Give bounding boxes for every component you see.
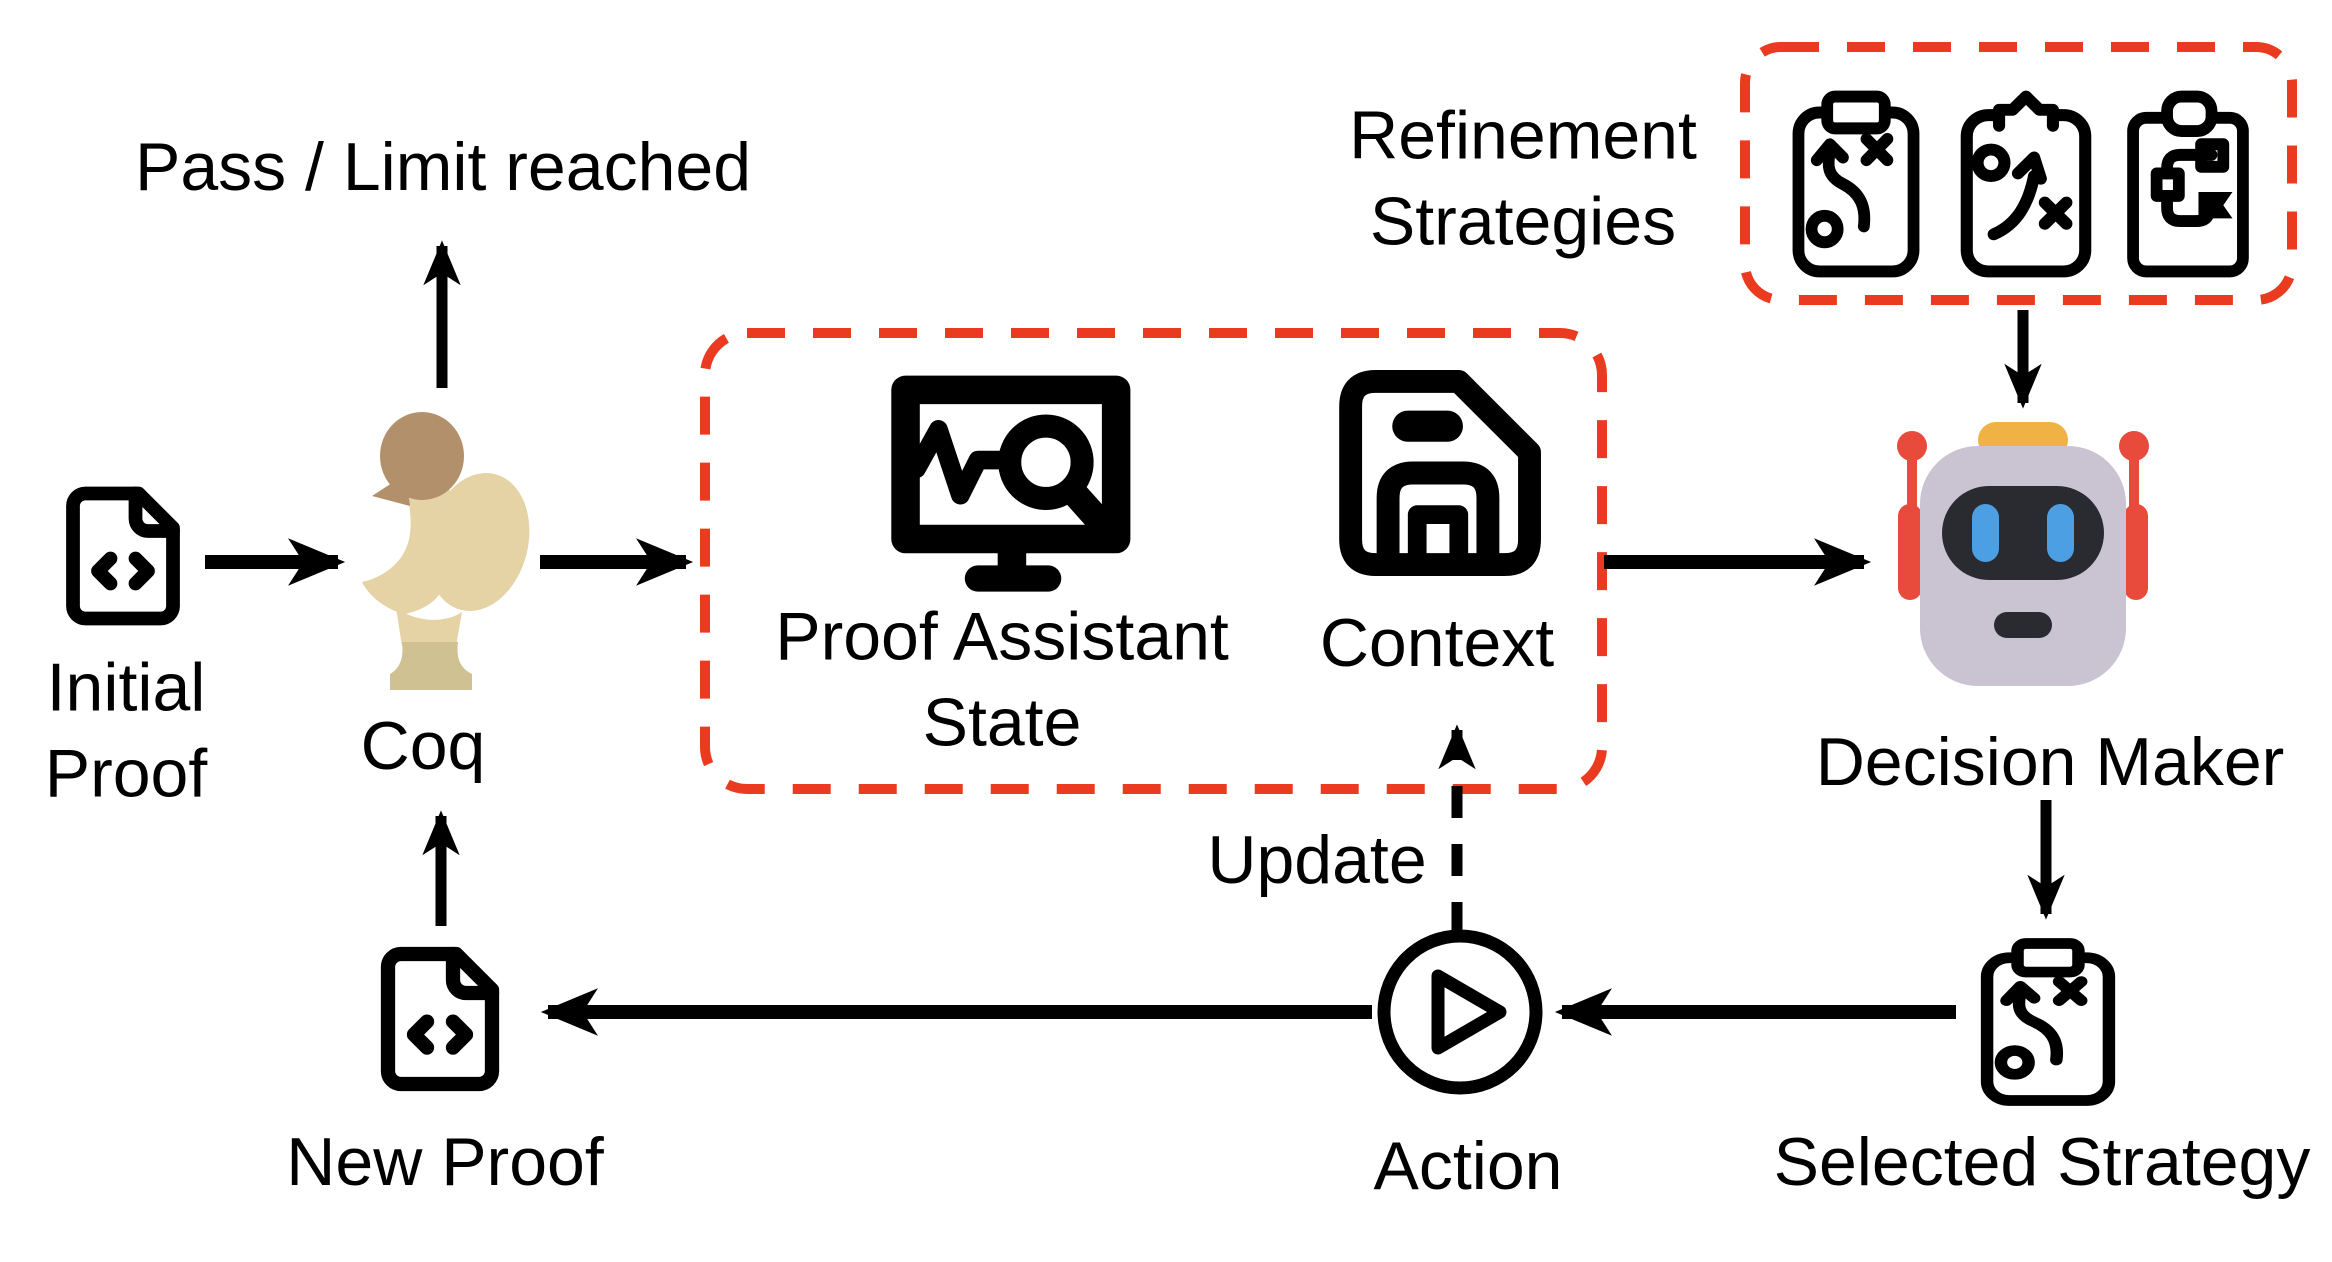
strategy-clipboard-icon: [1980, 938, 2116, 1106]
robot-icon: [1897, 422, 2149, 686]
pass-limit-label: Pass / Limit reached: [134, 128, 752, 205]
monitor-pulse-search-icon: [891, 375, 1131, 592]
initial-proof-label: Initial Proof: [44, 649, 208, 812]
proof-assistant-state-label: Proof Assistant State: [775, 598, 1229, 761]
coq-rooster-logo: [362, 412, 530, 690]
update-label: Update: [1207, 821, 1427, 898]
save-floppy-icon: [1339, 370, 1541, 576]
new-proof-label: New Proof: [286, 1123, 604, 1200]
decision-maker-label: Decision Maker: [1815, 723, 2285, 800]
play-circle-icon: [1377, 929, 1543, 1095]
strategy-clipboard-icon: [1792, 90, 1920, 278]
context-label: Context: [1319, 604, 1555, 681]
workflow-clipboard-icon: [2127, 90, 2249, 278]
selected-strategy-label: Selected Strategy: [1773, 1123, 2311, 1200]
refinement-strategies-group-box: [1740, 42, 2297, 305]
file-code-icon: [66, 486, 180, 626]
coq-label: Coq: [360, 707, 486, 784]
state-context-group-box: [700, 328, 1607, 794]
file-code-icon: [380, 946, 500, 1092]
action-label: Action: [1373, 1127, 1563, 1204]
refinement-strategies-label: Refinement Strategies: [1349, 97, 1697, 260]
tactics-clipboard-icon: [1960, 90, 2092, 278]
